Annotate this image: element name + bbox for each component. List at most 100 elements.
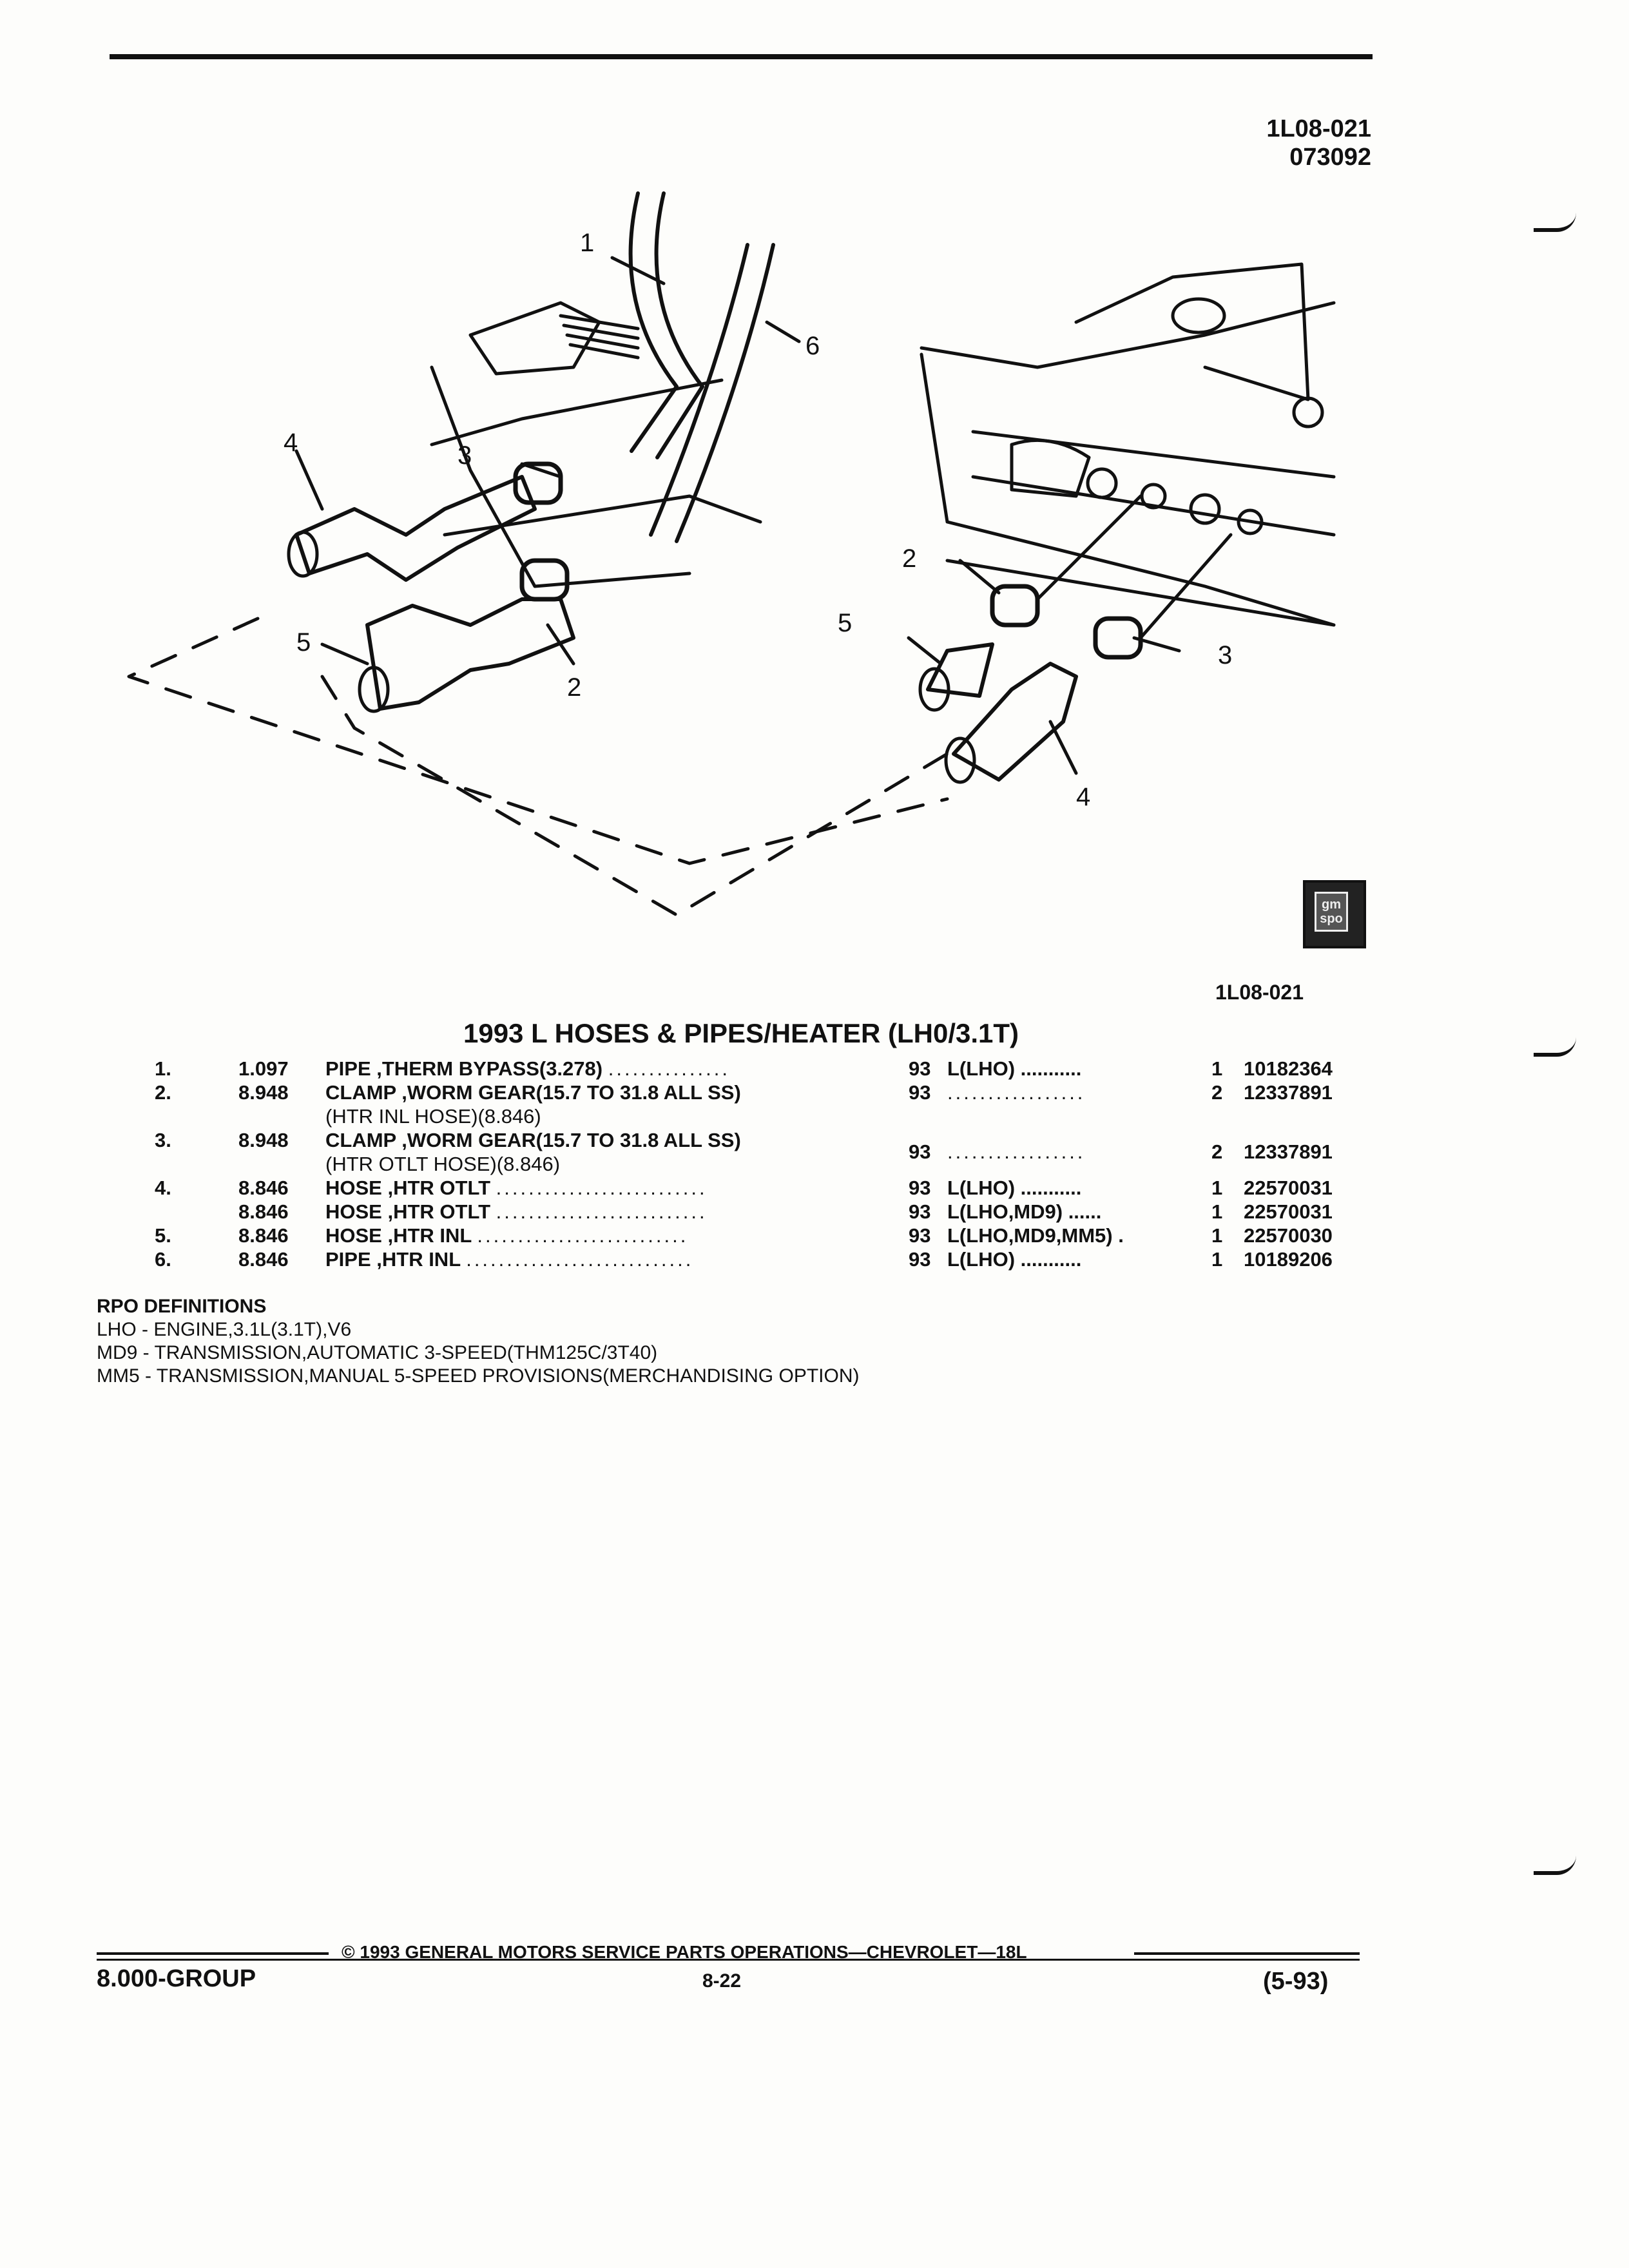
gm-spo-logo: gm spo (1303, 880, 1366, 948)
page-number: 8-22 (702, 1970, 742, 1992)
margin-mark (1534, 1037, 1576, 1057)
year: 93 (909, 1081, 931, 1104)
part-number: 22570030 (1244, 1224, 1333, 1247)
callout-1: 1 (580, 229, 594, 257)
top-rule (110, 54, 1373, 59)
model-usage: L(LHO) ........... (947, 1057, 1082, 1080)
item-number: 2. (155, 1081, 171, 1104)
callout-4-left: 4 (284, 428, 298, 457)
margin-mark (1534, 1856, 1576, 1875)
model-usage: L(LHO) ........... (947, 1177, 1082, 1199)
part-description: HOSE ,HTR INL .......................... (325, 1224, 689, 1247)
year: 93 (909, 1140, 931, 1163)
callout-labels: 1 6 4 3 2 5 2 5 3 4 (284, 229, 1232, 811)
outlet-hose-4-right (952, 662, 1078, 782)
part-number: 12337891 (1244, 1140, 1333, 1163)
part-description: PIPE ,HTR INL ..........................… (325, 1248, 694, 1271)
quantity: 1 (1211, 1248, 1223, 1271)
rpo-definitions: RPO DEFINITIONS LHO - ENGINE,3.1L(3.1T),… (97, 1295, 859, 1388)
part-sub-description: (HTR OTLT HOSE)(8.846) (325, 1153, 561, 1175)
quantity: 1 (1211, 1057, 1223, 1080)
group-number: 8.948 (238, 1129, 289, 1151)
margin-mark (1534, 213, 1576, 232)
quantity: 1 (1211, 1177, 1223, 1199)
item-number: 6. (155, 1248, 171, 1271)
model-usage: L(LHO,MD9) ...... (947, 1200, 1102, 1223)
part-sub-description: (HTR INL HOSE)(8.846) (325, 1105, 541, 1128)
gm-spo-logo-text: gm spo (1315, 892, 1348, 932)
quantity: 1 (1211, 1224, 1223, 1247)
rpo-item: LHO - ENGINE,3.1L(3.1T),V6 (97, 1319, 352, 1340)
clamp-2-left (519, 558, 570, 602)
heater-core-fitting (1010, 438, 1091, 498)
footer-group: 8.000-GROUP (97, 1965, 256, 1992)
part-description: CLAMP ,WORM GEAR(15.7 TO 31.8 ALL SS)(HT… (325, 1128, 1008, 1176)
group-number: 1.097 (238, 1057, 289, 1080)
callout-3-right: 3 (1218, 641, 1232, 669)
inlet-hose-5-left (365, 597, 575, 711)
engine-block-lines (430, 365, 762, 588)
heater-inlet-pipe-6 (649, 243, 749, 537)
year: 93 (909, 1224, 931, 1247)
part-description: HOSE ,HTR OTLT .........................… (325, 1177, 708, 1199)
group-number: 8.846 (238, 1177, 289, 1199)
leader-line-hose-5 (320, 675, 949, 917)
item-number: 3. (155, 1129, 171, 1151)
bypass-pipe-1 (628, 191, 679, 453)
year: 93 (909, 1057, 931, 1080)
engine-bracket (468, 301, 601, 376)
clamp-2-right (990, 584, 1040, 628)
part-number: 12337891 (1244, 1081, 1333, 1104)
connector-wires (559, 314, 640, 360)
callout-2-left: 2 (567, 673, 581, 702)
rpo-item: MD9 - TRANSMISSION,AUTOMATIC 3-SPEED(THM… (97, 1342, 658, 1363)
part-description: PIPE ,THERM BYPASS(3.278) ..............… (325, 1057, 730, 1080)
rpo-item: MM5 - TRANSMISSION,MANUAL 5-SPEED PROVIS… (97, 1365, 860, 1387)
callout-6: 6 (805, 332, 820, 360)
footer-revision: (5-93) (1263, 1968, 1329, 1995)
item-number: 4. (155, 1177, 171, 1199)
part-number: 10189206 (1244, 1248, 1333, 1271)
footer-rule-right (1134, 1952, 1360, 1955)
callout-3-left: 3 (458, 441, 472, 470)
part-description: HOSE ,HTR OTLT .........................… (325, 1200, 708, 1223)
footer-copyright: © 1993 GENERAL MOTORS SERVICE PARTS OPER… (342, 1942, 1027, 1962)
figure-reference: 1L08-021 (1215, 981, 1304, 1004)
group-number: 8.846 (238, 1200, 289, 1223)
quantity: 2 (1211, 1081, 1223, 1104)
year: 93 (909, 1248, 931, 1271)
heater-hose-diagram: 1 6 4 3 2 5 2 5 3 4 (127, 191, 1336, 917)
group-number: 8.948 (238, 1081, 289, 1104)
quantity: 2 (1211, 1140, 1223, 1163)
date-code: 073092 (1289, 144, 1371, 171)
callout-5-left: 5 (296, 628, 311, 657)
group-number: 8.846 (238, 1224, 289, 1247)
section-title: 1993 L HOSES & PIPES/HEATER (LH0/3.1T) (463, 1018, 1019, 1048)
group-number: 8.846 (238, 1248, 289, 1271)
rpo-heading: RPO DEFINITIONS (97, 1296, 267, 1317)
footer-rule-left (97, 1952, 329, 1955)
item-number: 1. (155, 1057, 171, 1080)
part-number: 10182364 (1244, 1057, 1333, 1080)
outlet-hose-4-left (294, 475, 537, 582)
model-usage: L(LHO) ........... (947, 1248, 1082, 1271)
part-description: CLAMP ,WORM GEAR(15.7 TO 31.8 ALL SS)(HT… (325, 1081, 1008, 1128)
part-number: 22570031 (1244, 1200, 1333, 1223)
year: 93 (909, 1177, 931, 1199)
clamp-3-left (513, 461, 563, 505)
model-usage: ................. (947, 1081, 1086, 1104)
firewall-panel (920, 301, 1336, 627)
footer-rule (97, 1959, 1360, 1961)
figure-code-block: 1L08-021 073092 (1266, 115, 1371, 171)
model-usage: ................. (947, 1140, 1086, 1163)
model-usage: L(LHO,MD9,MM5) . (947, 1224, 1124, 1247)
year: 93 (909, 1200, 931, 1223)
item-number: 5. (155, 1224, 171, 1247)
callout-4-right: 4 (1076, 783, 1090, 811)
part-number: 22570031 (1244, 1177, 1333, 1199)
quantity: 1 (1211, 1200, 1223, 1223)
figure-code: 1L08-021 (1266, 115, 1371, 142)
bracket-outline (1074, 262, 1310, 401)
callout-2-right: 2 (902, 544, 916, 573)
callout-5-right: 5 (838, 609, 852, 637)
